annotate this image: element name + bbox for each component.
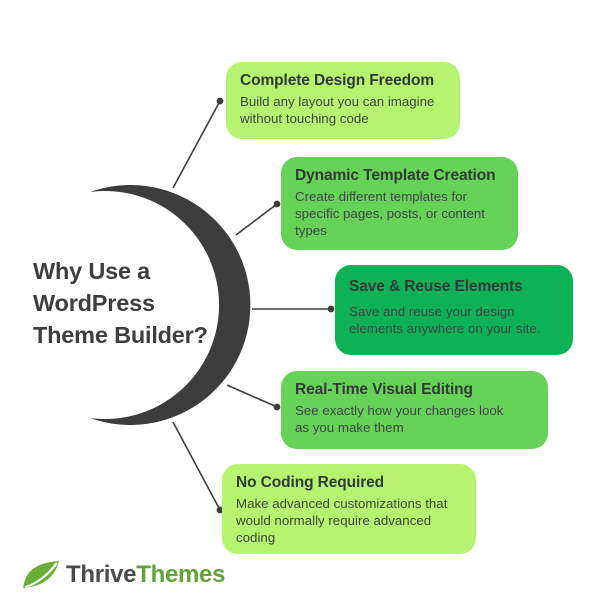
benefit-title: Dynamic Template Creation [295, 167, 496, 184]
benefit-title: No Coding Required [236, 474, 385, 491]
connector-line-4 [226, 384, 278, 408]
brand-name-bold: Thrive [66, 561, 137, 588]
connector-dot-5 [216, 506, 224, 514]
connector-dot-4 [273, 403, 281, 411]
brand-name: ThriveThemes [66, 561, 225, 589]
leaf-icon [22, 560, 60, 590]
connector-line-5 [172, 421, 221, 511]
benefit-body: Build any layout you can imagine without… [240, 94, 435, 126]
benefit-body: Make advanced customizations that would … [236, 496, 448, 545]
benefit-title: Real-Time Visual Editing [295, 381, 473, 398]
connector-dot-1 [216, 97, 224, 105]
benefit-box-no-coding-required: No Coding Required Make advanced customi… [222, 464, 476, 554]
connector-dots [216, 97, 335, 514]
benefit-box-complete-design-freedom: Complete Design Freedom Build any layout… [226, 62, 460, 139]
benefit-body: Create different templates for specific … [295, 189, 485, 238]
connector-lines [172, 100, 331, 511]
benefit-box-dynamic-template-creation: Dynamic Template Creation Create differe… [281, 157, 518, 250]
benefit-box-save-reuse-elements: Save & Reuse Elements Save and reuse you… [335, 265, 573, 355]
brand-logo: ThriveThemes [22, 560, 225, 590]
connector-dot-2 [273, 200, 281, 208]
benefit-body: Save and reuse your design elements anyw… [349, 304, 541, 336]
benefit-body: See exactly how your changes look as you… [295, 403, 504, 435]
page-title: Why Use a WordPress Theme Builder? [33, 258, 208, 348]
connector-line-2 [235, 203, 278, 236]
crescent-shape [90, 185, 251, 425]
benefit-title: Complete Design Freedom [240, 72, 435, 89]
connector-dot-3 [327, 305, 335, 313]
benefit-title: Save & Reuse Elements [349, 278, 523, 295]
brand-name-green: Themes [136, 561, 226, 588]
connector-line-1 [172, 100, 221, 189]
benefit-box-real-time-visual-editing: Real-Time Visual Editing See exactly how… [281, 371, 548, 449]
